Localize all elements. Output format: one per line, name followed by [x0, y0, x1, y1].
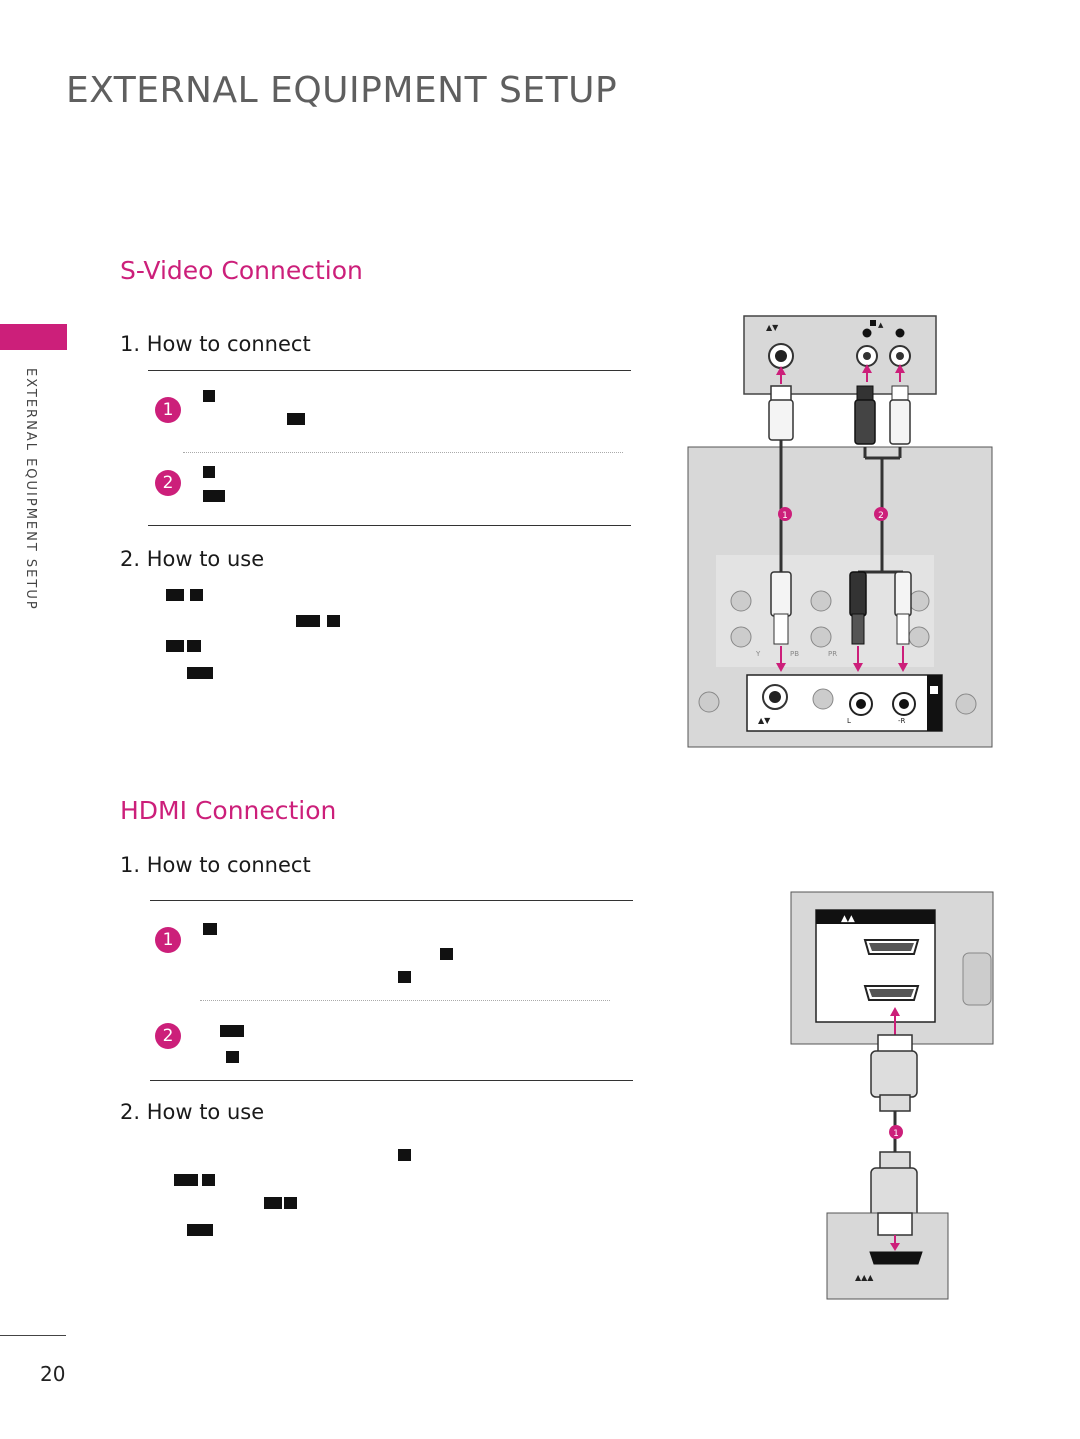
- cable-marker-2: [874, 507, 888, 521]
- redacted-text: [284, 1197, 297, 1209]
- dotted-divider: [200, 1000, 610, 1001]
- side-section-label: EXTERNAL EQUIPMENT SETUP: [23, 368, 38, 611]
- redacted-text: [166, 589, 184, 601]
- step-marker-1: 1: [155, 927, 181, 953]
- redacted-text: [174, 1174, 198, 1186]
- redacted-text: [226, 1051, 239, 1063]
- redacted-text: [327, 615, 340, 627]
- svg-text:▲▲: ▲▲: [841, 914, 855, 924]
- divider: [148, 525, 631, 526]
- redacted-text: [296, 615, 320, 627]
- svideo-heading: S-Video Connection: [120, 256, 363, 285]
- step-marker-2: 2: [155, 1023, 181, 1049]
- dotted-divider: [183, 452, 623, 453]
- svg-text:1: 1: [893, 1129, 899, 1139]
- page-title: EXTERNAL EQUIPMENT SETUP: [66, 70, 618, 111]
- redacted-text: [440, 948, 453, 960]
- cable-marker-1: [778, 507, 792, 521]
- redacted-text: [166, 640, 184, 652]
- svg-text:2: 2: [878, 511, 884, 521]
- section-tab-marker: [0, 324, 67, 350]
- cable-marker-1: [889, 1125, 903, 1139]
- redacted-text: [264, 1197, 282, 1209]
- redacted-text: [398, 1149, 411, 1161]
- redacted-text: [220, 1025, 244, 1037]
- redacted-text: [287, 413, 305, 425]
- svg-text:-R: -R: [898, 717, 906, 725]
- hdmi-connect-heading: 1. How to connect: [120, 853, 311, 877]
- step-marker-1: 1: [155, 397, 181, 423]
- svg-text:PR: PR: [828, 650, 837, 658]
- page-number: 20: [40, 1362, 66, 1386]
- redacted-text: [187, 667, 213, 679]
- hdmi-heading: HDMI Connection: [120, 796, 337, 825]
- redacted-text: [202, 1174, 215, 1186]
- svg-text:1: 1: [782, 511, 788, 521]
- redacted-text: [203, 490, 225, 502]
- divider: [150, 900, 633, 901]
- redacted-text: [190, 589, 203, 601]
- footer-rule: [0, 1335, 66, 1336]
- svg-text:Y: Y: [755, 650, 761, 658]
- hdmi-connection-diagram: ▲▲ 1 ▲▲▲: [790, 891, 994, 1300]
- step-marker-2: 2: [155, 470, 181, 496]
- svideo-use-heading: 2. How to use: [120, 547, 265, 571]
- hdmi-use-heading: 2. How to use: [120, 1100, 265, 1124]
- svg-text:▲▼: ▲▼: [766, 323, 779, 332]
- redacted-text: [187, 1224, 213, 1236]
- redacted-text: [187, 640, 201, 652]
- hdmi-port-source: [869, 1251, 923, 1265]
- redacted-text: [398, 971, 411, 983]
- svideo-connect-heading: 1. How to connect: [120, 332, 311, 356]
- hdmi-input-block: [815, 909, 936, 1023]
- svideo-connection-diagram: ▲▼ ▲ 1 2 Y PB PR: [687, 315, 993, 748]
- svg-text:▲▼: ▲▼: [758, 716, 771, 725]
- redacted-text: [203, 390, 215, 402]
- svg-text:▲: ▲: [878, 321, 884, 329]
- svg-text:L: L: [847, 717, 851, 725]
- redacted-text: [203, 923, 217, 935]
- svg-text:▲▲▲: ▲▲▲: [855, 1273, 874, 1282]
- redacted-text: [203, 466, 215, 478]
- svg-text:PB: PB: [790, 650, 799, 658]
- divider: [150, 1080, 633, 1081]
- divider: [148, 370, 631, 371]
